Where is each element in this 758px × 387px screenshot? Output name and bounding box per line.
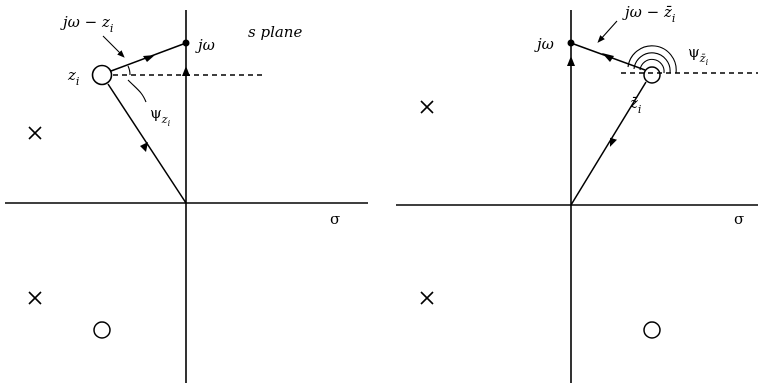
left-vector-label: jω − zi: [60, 13, 113, 35]
right-angle-arc-2: [633, 52, 671, 74]
right-label-leader: [597, 20, 618, 43]
left-pole-lower: [28, 291, 42, 305]
right-sigma-label: σ: [734, 210, 744, 228]
left-jw-point: [182, 39, 190, 47]
left-angle-arc: [127, 65, 131, 76]
left-zero-lower: [93, 321, 111, 339]
right-zero-zbar: [643, 66, 661, 84]
right-vector-label: jω − z̄i: [622, 3, 675, 25]
plane-label: s plane: [248, 23, 302, 41]
right-pole-upper: [420, 100, 434, 114]
right-zero-lower: [643, 321, 661, 339]
right-pole-lower: [420, 291, 434, 305]
left-imag-axis-arrow: [182, 66, 190, 76]
right-zbar-label: z̄i: [629, 94, 641, 116]
right-jw-label: jω: [534, 35, 554, 53]
left-psi-label: ψzi: [150, 104, 171, 128]
left-jw-label: jω: [195, 36, 215, 54]
left-label-leader: [102, 35, 125, 58]
left-sigma-label: σ: [330, 210, 340, 228]
right-jw-point: [567, 39, 575, 47]
right-imag-axis-arrow: [567, 56, 575, 66]
right-vector-jw-arrow: [602, 53, 614, 62]
left-pole-upper: [28, 126, 42, 140]
left-zi-label: zi: [67, 66, 79, 88]
left-vector-origin-arrow: [140, 142, 148, 152]
left-zero-zi: [91, 64, 113, 86]
left-panel: jω − zi jω s plane zi ψzi σ: [5, 10, 368, 383]
right-angle-arc-3: [627, 45, 677, 74]
left-psi-leader: [127, 79, 147, 103]
right-vector-origin-to-zbar: [570, 81, 647, 206]
right-panel: jω − z̄i jω ψz̄i z̄i σ: [396, 3, 758, 383]
left-vector-jw-arrow: [143, 55, 155, 62]
right-vector-origin-arrow: [609, 137, 617, 147]
right-angle-arc-1: [639, 58, 665, 74]
right-psi-label: ψz̄i: [688, 43, 709, 67]
